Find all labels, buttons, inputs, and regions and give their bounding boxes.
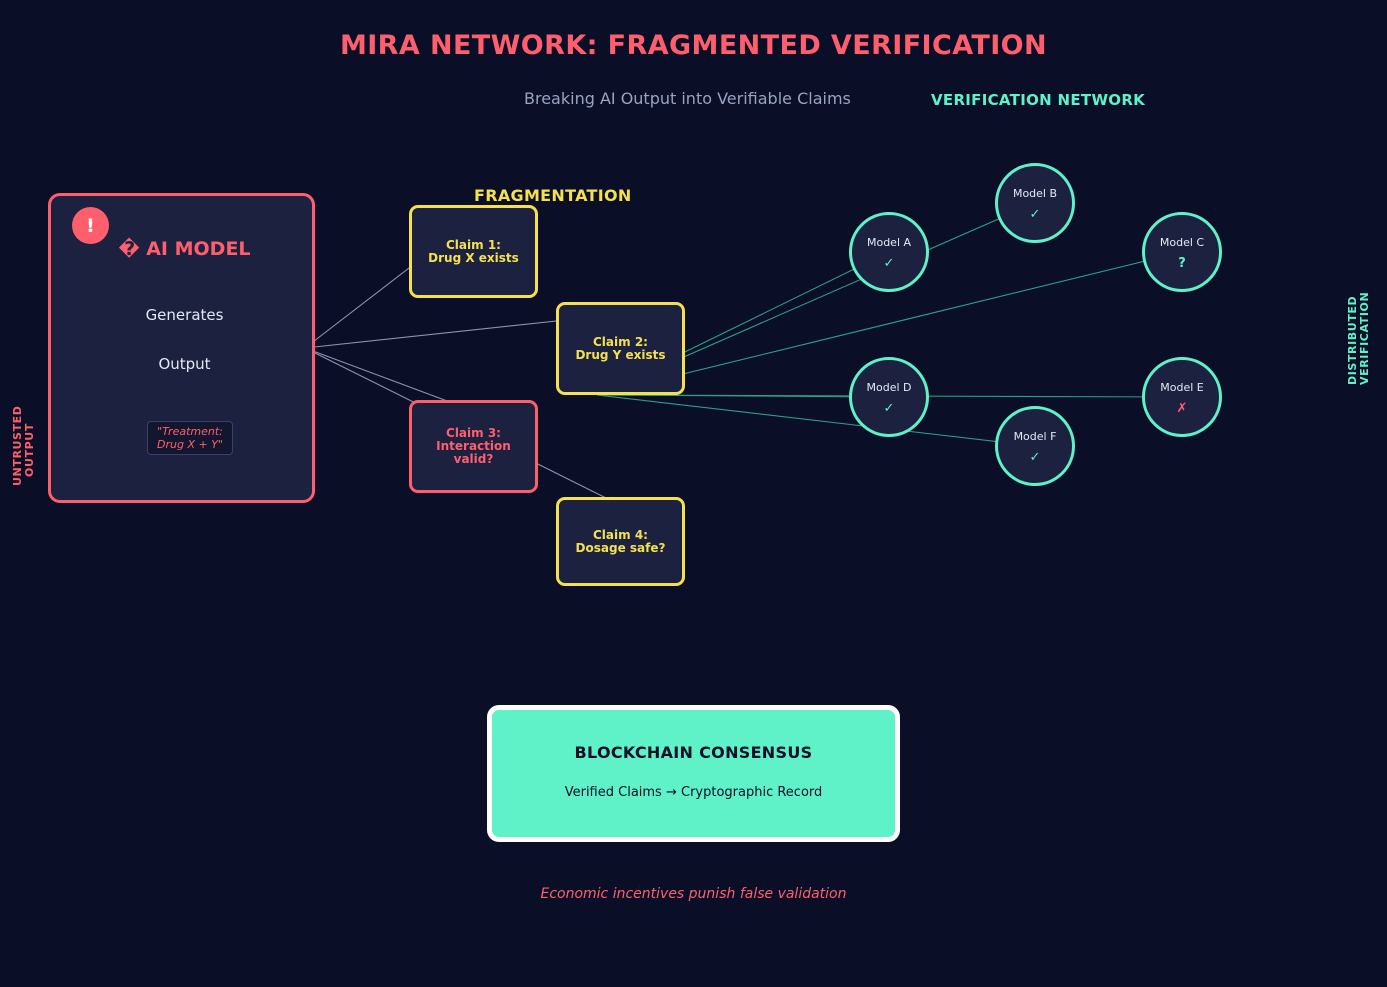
model-d-status-check-icon: ✓: [883, 401, 895, 416]
blockchain-subtitle: Verified Claims → Cryptographic Record: [564, 785, 823, 800]
model-b-node[interactable]: Model B ✓: [995, 163, 1075, 243]
distributed-verification-label: DISTRIBUTED VERIFICATION: [1346, 291, 1371, 385]
blockchain-consensus-card[interactable]: BLOCKCHAIN CONSENSUS Verified Claims → C…: [487, 705, 900, 842]
claim-4-box[interactable]: Claim 4: Dosage safe?: [556, 497, 685, 586]
model-f-node[interactable]: Model F ✓: [995, 406, 1075, 486]
warning-icon: !: [72, 207, 109, 244]
model-b-status-check-icon: ✓: [1029, 207, 1041, 222]
verify-wire-model-f: [596, 394, 1024, 446]
ai-model-title: � AI MODEL: [118, 238, 251, 260]
model-a-node[interactable]: Model A ✓: [849, 212, 929, 292]
model-a-status-check-icon: ✓: [883, 256, 895, 271]
model-f-label: Model F: [1013, 430, 1057, 443]
claim-3-label: Claim 3: Interaction valid?: [436, 426, 511, 466]
claim-1-label: Claim 1: Drug X exists: [428, 237, 519, 265]
claim-3-box[interactable]: Claim 3: Interaction valid?: [409, 400, 538, 493]
model-f-status-check-icon: ✓: [1029, 450, 1041, 465]
claim-4-label: Claim 4: Dosage safe?: [575, 527, 666, 555]
model-c-node[interactable]: Model C?: [1142, 212, 1222, 292]
verify-wire-model-d: [596, 394, 878, 398]
model-d-node[interactable]: Model D ✓: [849, 357, 929, 437]
model-e-label: Model E: [1160, 381, 1204, 394]
ai-model-card[interactable]: ! � AI MODEL Generates Output "Treatment…: [48, 193, 315, 503]
claim-2-label: Claim 2: Drug Y exists: [575, 334, 666, 362]
model-c-status-question-icon: ?: [1178, 256, 1186, 271]
model-b-label: Model B: [1012, 187, 1058, 200]
model-e-status-cross-icon: ✗: [1176, 401, 1188, 416]
ai-model-output-quote: "Treatment: Drug X + Y": [147, 421, 233, 455]
fragmentation-label: FRAGMENTATION: [474, 186, 632, 205]
model-a-label: Model A: [866, 236, 912, 249]
ai-model-generates-text: Generates: [145, 306, 224, 324]
ai-model-output-text: Output: [158, 355, 211, 373]
untrusted-output-label: UNTRUSTED OUTPUT: [11, 405, 36, 486]
verification-network-label: VERIFICATION NETWORK: [931, 91, 1146, 109]
model-d-label: Model D: [866, 381, 912, 394]
claim-1-box[interactable]: Claim 1: Drug X exists: [409, 205, 538, 298]
page-title: MIRA NETWORK: FRAGMENTED VERIFICATION: [339, 30, 1048, 61]
model-c-label: Model C: [1159, 236, 1205, 249]
claim-2-box[interactable]: Claim 2: Drug Y exists: [556, 302, 685, 395]
page-subtitle: Breaking AI Output into Verifiable Claim…: [524, 89, 851, 108]
footnote-text: Economic incentives punish false validat…: [540, 886, 847, 902]
model-e-node[interactable]: Model E ✗: [1142, 357, 1222, 437]
blockchain-title: BLOCKCHAIN CONSENSUS: [574, 743, 813, 762]
